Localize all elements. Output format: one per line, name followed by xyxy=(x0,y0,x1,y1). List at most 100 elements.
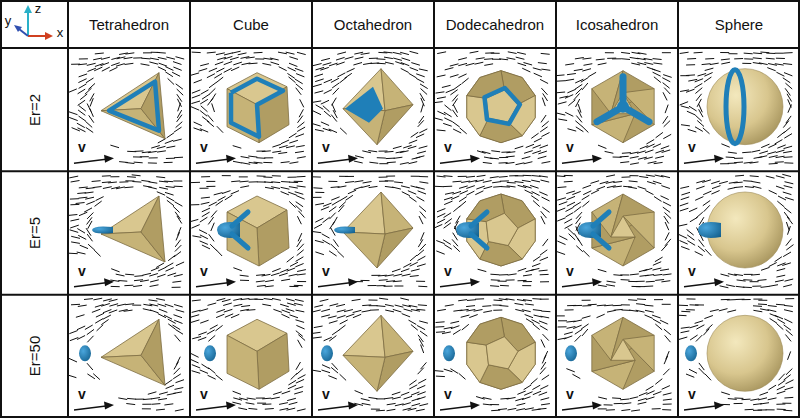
director-line xyxy=(453,330,461,335)
director-line xyxy=(462,324,469,330)
director-line xyxy=(556,92,565,94)
director-line xyxy=(314,305,323,307)
director-line xyxy=(784,73,792,76)
director-line xyxy=(467,299,476,301)
defect-loop xyxy=(485,88,520,124)
director-line xyxy=(200,111,207,117)
director-line xyxy=(653,63,662,64)
director-line xyxy=(159,309,167,312)
director-line xyxy=(289,402,298,404)
director-line xyxy=(393,309,402,312)
director-line xyxy=(369,305,378,306)
director-line xyxy=(686,309,695,310)
director-line xyxy=(314,224,322,228)
director-line xyxy=(491,151,500,152)
director-line xyxy=(175,330,183,335)
director-line xyxy=(728,152,737,153)
director-line xyxy=(233,391,241,394)
director-line xyxy=(362,403,371,405)
director-line xyxy=(557,252,566,255)
director-line xyxy=(296,74,304,77)
director-line xyxy=(331,115,337,122)
director-line xyxy=(452,122,459,127)
director-line xyxy=(538,151,547,154)
director-line xyxy=(420,212,426,219)
director-line xyxy=(760,392,769,395)
director-line xyxy=(578,110,582,118)
director-line xyxy=(419,216,423,224)
director-line xyxy=(515,182,524,183)
director-line xyxy=(329,251,337,256)
director-line xyxy=(500,285,509,287)
z-axis xyxy=(27,11,29,36)
column-header: Sphere xyxy=(680,4,798,44)
defect-droplet xyxy=(443,345,455,361)
director-line xyxy=(116,64,125,67)
director-line xyxy=(149,157,158,158)
director-line xyxy=(420,244,426,251)
director-line xyxy=(238,53,247,55)
director-line xyxy=(238,408,247,410)
director-line xyxy=(639,393,647,396)
director-line xyxy=(582,300,591,301)
director-line xyxy=(207,74,215,78)
director-line xyxy=(598,63,607,65)
director-line xyxy=(777,386,785,390)
director-line xyxy=(379,163,388,164)
director-line xyxy=(726,285,735,287)
director-line xyxy=(663,404,672,405)
velocity-arrow xyxy=(196,406,228,410)
director-line xyxy=(706,325,713,331)
director-line xyxy=(340,374,347,380)
director-line xyxy=(461,315,470,317)
director-line xyxy=(583,250,589,256)
director-line xyxy=(296,88,302,95)
director-line xyxy=(270,58,279,60)
director-line xyxy=(202,208,210,212)
director-line xyxy=(588,304,597,306)
director-line xyxy=(313,84,322,87)
director-line xyxy=(323,240,331,245)
defect-droplet xyxy=(79,345,91,361)
velocity-arrowhead xyxy=(592,402,602,410)
director-line xyxy=(417,326,425,330)
director-line xyxy=(69,253,78,255)
director-line xyxy=(79,84,87,89)
director-line xyxy=(645,315,653,319)
director-line xyxy=(525,315,533,318)
director-line xyxy=(782,403,791,404)
velocity-label: v xyxy=(685,139,699,155)
velocity-arrow xyxy=(440,406,472,410)
axis-label: y xyxy=(2,12,14,28)
director-line xyxy=(584,64,593,66)
director-line xyxy=(79,212,87,216)
director-line xyxy=(333,239,338,246)
director-line xyxy=(776,156,785,157)
director-line xyxy=(460,128,467,134)
director-line xyxy=(727,310,736,312)
director-line xyxy=(216,53,225,55)
director-line xyxy=(199,230,207,234)
director-line xyxy=(695,127,703,132)
director-line xyxy=(148,162,157,163)
director-line xyxy=(209,82,216,87)
director-line xyxy=(444,245,452,250)
director-line xyxy=(322,370,331,373)
director-line xyxy=(507,397,516,399)
velocity-arrow xyxy=(318,406,350,410)
director-line xyxy=(541,398,550,400)
director-line xyxy=(776,186,785,189)
director-line xyxy=(337,52,346,54)
director-line xyxy=(417,197,425,202)
director-line xyxy=(296,379,304,383)
director-line xyxy=(379,298,388,299)
director-line xyxy=(392,269,401,272)
director-line xyxy=(386,176,395,177)
director-line xyxy=(192,310,201,312)
polyhedron-face xyxy=(141,196,165,262)
director-line xyxy=(574,93,580,100)
director-line xyxy=(201,90,209,94)
director-line xyxy=(176,232,180,240)
director-line xyxy=(518,63,527,66)
